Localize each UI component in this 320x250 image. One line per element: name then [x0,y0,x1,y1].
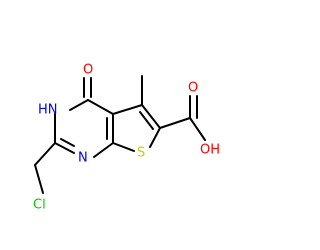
atom-oxygen-acid-carbonyl: O [188,81,198,96]
bond-c4a-c5 [112,104,143,115]
atom-nitrogen-nh: HN [38,103,58,118]
bond-c2-n1-a [54,142,75,154]
atom-chlorine: Cl [33,198,46,213]
structure-canvas: O HN N S Cl O OH [33,63,220,213]
bond-n1-c7a [93,142,114,158]
bond-c6-cooh [159,117,191,129]
bond-ch2-cl [34,164,44,194]
bond-c4-n3 [69,99,89,111]
bonds [34,75,206,194]
atom-nitrogen-ring: N [78,151,88,166]
atom-sulfur: S [137,146,145,161]
molecule-diagram: O HN N S Cl O OH [33,63,220,213]
atom-oxygen-carbonyl: O [83,63,93,78]
bond-c5-c6-a [141,104,161,129]
bond-c6-s [149,127,161,148]
bond-c2-ch2 [34,142,56,166]
atom-hydroxyl: OH [200,143,220,158]
bond-c2-n1-b [60,138,75,147]
bond-c5-c6-b [139,111,154,130]
bond-s-c7a [112,142,135,152]
atom-labels: O HN N S Cl O OH [33,63,220,213]
bond-acid-oh [189,117,206,141]
bond-c4-c4a [87,99,114,115]
